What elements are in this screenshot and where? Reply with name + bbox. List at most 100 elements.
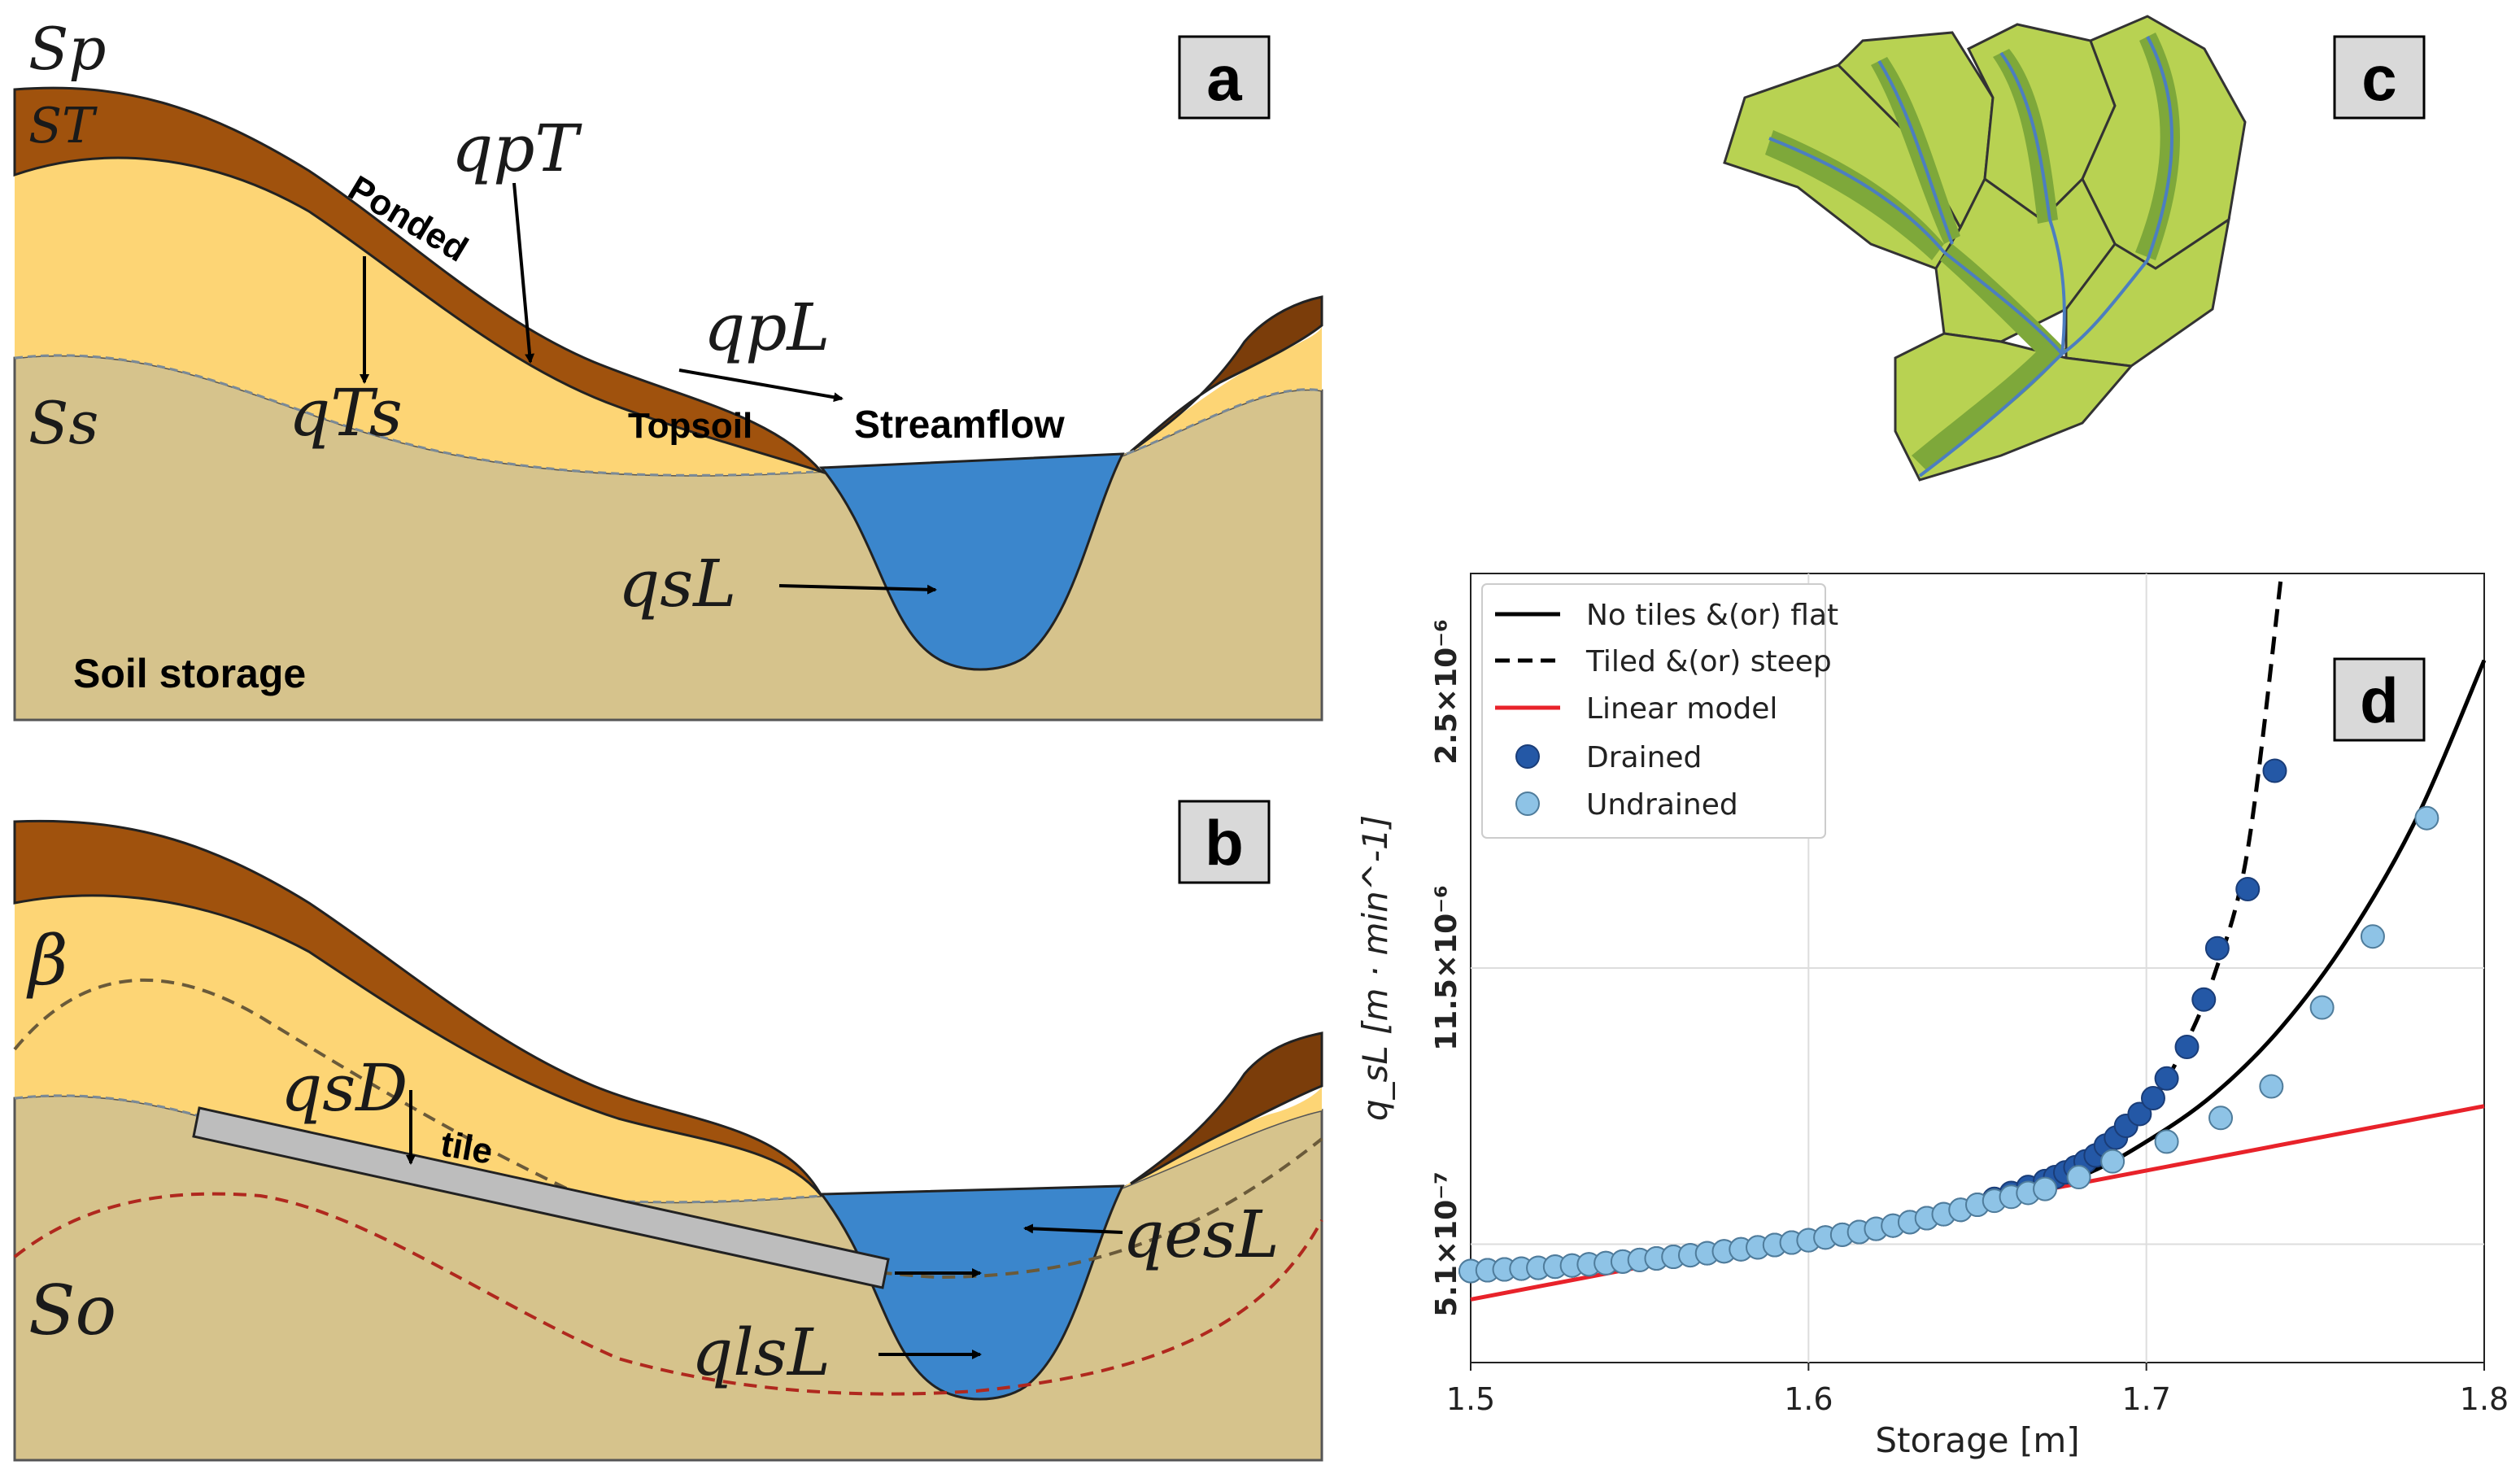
st-label: ST bbox=[28, 98, 98, 155]
riparian-zone-2 bbox=[1871, 57, 1960, 244]
drained-point bbox=[2235, 877, 2261, 901]
soil-boundary-line bbox=[14, 354, 814, 477]
qsD-label: qsD bbox=[281, 1050, 408, 1126]
drained-point bbox=[2191, 987, 2217, 1012]
stream-reach-2 bbox=[1877, 59, 1954, 245]
subsoil-right bbox=[1123, 325, 1322, 456]
stream-network bbox=[1768, 36, 2173, 478]
x-axis-ticks: 1.5 1.6 1.7 1.8 bbox=[1446, 1363, 2509, 1417]
undrained-point bbox=[2208, 1106, 2234, 1131]
x-tick-label: 1.5 bbox=[1446, 1381, 1495, 1417]
legend-label-tiled: Tiled &(or) steep bbox=[1585, 645, 1832, 678]
riparian-zones bbox=[1765, 33, 2180, 472]
x-tick-label: 1.7 bbox=[2121, 1381, 2170, 1417]
y-axis-title: q_sL [m · min^-1] bbox=[1355, 815, 1395, 1121]
qpT-label: qpT bbox=[451, 111, 582, 186]
stream-reach-7 bbox=[2060, 259, 2149, 355]
drained-point bbox=[2262, 758, 2287, 783]
riparian-zone-6 bbox=[1912, 338, 2066, 472]
legend-label-drained: Drained bbox=[1586, 741, 1702, 774]
undrained-point bbox=[2309, 995, 2335, 1020]
drained-point bbox=[2154, 1066, 2179, 1091]
topsoil-label: Topsoil bbox=[628, 406, 752, 446]
undrained-point bbox=[2100, 1149, 2125, 1174]
legend-box bbox=[1481, 583, 1826, 839]
panel-c-label-box bbox=[2333, 35, 2426, 120]
y-tick-label: 5.1×10⁻⁷ bbox=[1430, 1171, 1463, 1317]
chart-points bbox=[1458, 758, 2439, 1284]
panel-d-chart: 1.5 1.6 1.7 1.8 5.1×10⁻⁷ 11.5×10⁻⁶ 2.5×10⁻⁶ S… bbox=[1355, 573, 2509, 1460]
qpT-arrow bbox=[512, 182, 535, 364]
x-tick-label: 1.8 bbox=[2460, 1381, 2509, 1417]
legend-label-undrained: Undrained bbox=[1586, 788, 1738, 822]
topsoil-right bbox=[1130, 295, 1323, 453]
beta-label: β bbox=[26, 921, 68, 1001]
ss-label: Ss bbox=[28, 389, 98, 457]
panel-d-label: d bbox=[2360, 665, 2399, 736]
sp-label: Sp bbox=[28, 15, 106, 83]
deep-line bbox=[13, 1192, 1323, 1396]
stream-reach-6 bbox=[2048, 219, 2066, 355]
subsoil-layer bbox=[15, 158, 822, 476]
y-tick-label: 11.5×10⁻⁶ bbox=[1430, 885, 1463, 1051]
undrained-point bbox=[2259, 1074, 2284, 1099]
panel-a-label: a bbox=[1206, 42, 1242, 114]
streamflow-label: Streamflow bbox=[854, 403, 1065, 447]
topsoil-layer bbox=[13, 86, 826, 475]
panel-c: c bbox=[1723, 15, 2426, 482]
drained-point bbox=[2127, 1101, 2152, 1127]
so-label: So bbox=[28, 1271, 116, 1350]
qlsL-label: qlsL bbox=[691, 1315, 831, 1390]
soil-storage-label: Soil storage bbox=[73, 651, 306, 696]
stream-reach-3 bbox=[1999, 51, 2051, 220]
qesL-label: qesL bbox=[1123, 1197, 1280, 1272]
panel-a: Sp ST Ss qpT qTs qpL qsL Ponded Topsoil … bbox=[13, 15, 1323, 722]
stream-reach-5 bbox=[1942, 251, 2064, 355]
panel-b: β qsD tile qesL So qlsL b bbox=[13, 800, 1323, 1462]
stream-channel bbox=[818, 452, 1125, 671]
y-tick-label: 2.5×10⁻⁶ bbox=[1430, 619, 1463, 765]
tile-drain bbox=[192, 1106, 890, 1289]
stream-reach-4 bbox=[2146, 36, 2173, 261]
qpL-arrow bbox=[678, 368, 844, 403]
x-axis-title: Storage [m] bbox=[1875, 1420, 2079, 1460]
subsoil-layer-b bbox=[15, 895, 822, 1202]
undrained-point bbox=[2066, 1165, 2091, 1190]
drained-point bbox=[2140, 1086, 2165, 1111]
panel-d-label-box bbox=[2333, 657, 2426, 742]
undrained-point bbox=[2033, 1176, 2058, 1201]
panel-c-label: c bbox=[2361, 42, 2396, 114]
undrained-point bbox=[2360, 924, 2385, 949]
chart-legend: No tiles &(or) flat Tiled &(or) steep Li… bbox=[1481, 583, 1838, 839]
subbasin-6 bbox=[2064, 216, 2231, 368]
y-axis-ticks: 5.1×10⁻⁷ 11.5×10⁻⁶ 2.5×10⁻⁶ bbox=[1430, 619, 1463, 1317]
drained-point bbox=[2204, 935, 2230, 961]
undrained-point bbox=[2154, 1129, 2179, 1154]
topsoil-right-b bbox=[1130, 1031, 1323, 1185]
x-tick-label: 1.6 bbox=[1784, 1381, 1833, 1417]
stream-reach-1 bbox=[1768, 137, 1946, 254]
legend-swatch-drained bbox=[1515, 744, 1540, 769]
qsL-label: qsL bbox=[618, 546, 736, 621]
stream-reach-8 bbox=[1918, 352, 2064, 478]
tile-label: tile bbox=[438, 1124, 495, 1172]
panel-b-label-box bbox=[1178, 800, 1271, 884]
legend-swatch-undrained bbox=[1515, 792, 1540, 816]
qsL-arrow bbox=[778, 584, 937, 595]
legend-label-linear: Linear model bbox=[1586, 692, 1777, 726]
riparian-zone-1 bbox=[1765, 130, 1944, 260]
undrained-point bbox=[2414, 805, 2439, 831]
qTs-label: qTs bbox=[289, 375, 403, 451]
panel-a-label-box bbox=[1178, 35, 1271, 120]
riparian-zone-3 bbox=[1993, 49, 2058, 224]
soil-boundary-line-b bbox=[14, 1094, 822, 1204]
panel-b-label: b bbox=[1205, 807, 1244, 879]
subsoil-right-b bbox=[1123, 1086, 1322, 1188]
riparian-zone-4 bbox=[2135, 33, 2180, 260]
soil-boundary-right bbox=[1126, 388, 1323, 456]
qpL-label: qpL bbox=[704, 290, 831, 365]
drained-point bbox=[2174, 1035, 2200, 1059]
legend-label-no-tiles: No tiles &(or) flat bbox=[1586, 599, 1838, 632]
stream-channel-b bbox=[819, 1184, 1125, 1401]
qesL-arrow bbox=[1023, 1223, 1123, 1234]
